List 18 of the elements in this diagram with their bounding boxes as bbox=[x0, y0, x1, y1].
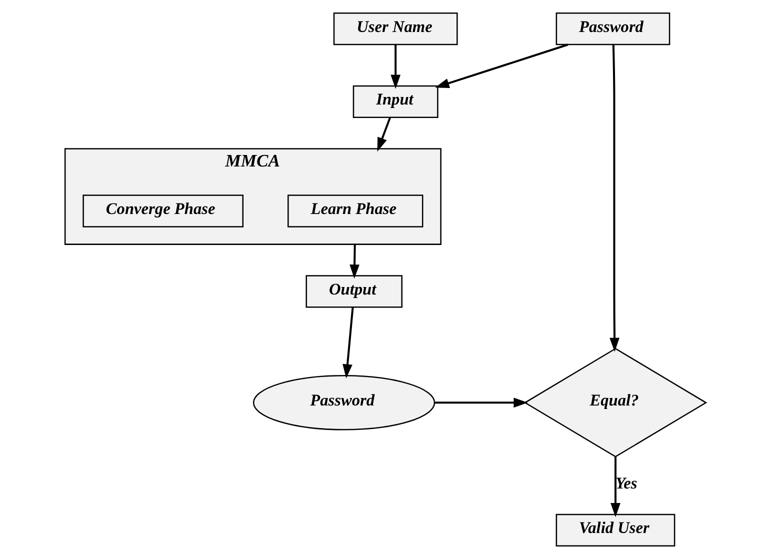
node-box: Valid User bbox=[556, 514, 676, 547]
arrow bbox=[342, 307, 354, 378]
node-box: Output bbox=[306, 275, 402, 308]
arrow bbox=[434, 398, 528, 408]
node-ellipse: Password bbox=[252, 375, 436, 430]
arrow bbox=[390, 44, 401, 89]
node-box: Converge Phase bbox=[82, 194, 244, 228]
arrow bbox=[350, 244, 360, 279]
node-box: Password bbox=[556, 12, 670, 46]
arrow bbox=[435, 44, 568, 88]
node-box: Learn Phase bbox=[288, 194, 424, 228]
node-box: Input bbox=[352, 85, 438, 118]
arrow bbox=[377, 117, 391, 152]
arrow bbox=[610, 456, 620, 518]
edge-label: Yes bbox=[615, 474, 638, 493]
node-diamond: Equal? bbox=[524, 348, 708, 458]
arrow bbox=[610, 44, 620, 352]
node-box: User Name bbox=[333, 12, 458, 46]
